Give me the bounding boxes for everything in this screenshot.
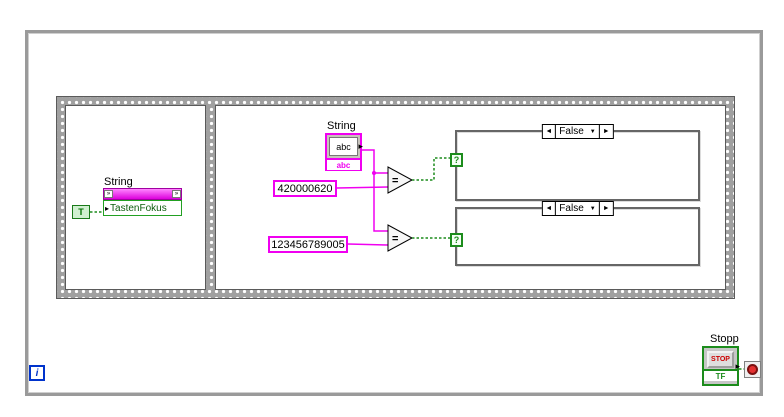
stop-button-terminal[interactable]: STOP TF ▸ [702, 346, 740, 386]
sequence-frame-divider[interactable] [205, 105, 216, 290]
case1-dropdown-arrow[interactable]: ▼ [589, 128, 596, 135]
property-node-label: String [104, 176, 133, 188]
string-constant-2[interactable]: 123456789005 [268, 236, 348, 253]
string-output-arrow-icon: ▸ [358, 141, 363, 151]
case1-selector-terminal[interactable]: ? [450, 153, 463, 167]
stop-button-icon: STOP [707, 351, 734, 368]
loop-condition-terminal[interactable] [744, 361, 761, 378]
reference-glyph-left: » [104, 190, 113, 198]
case1-next-case-arrow[interactable]: ► [598, 125, 613, 138]
string-constant-1[interactable]: 420000620 [273, 180, 337, 197]
case2-selector-terminal[interactable]: ? [450, 233, 463, 247]
while-loop-structure[interactable] [25, 30, 763, 396]
property-name: TastenFokus [110, 202, 167, 214]
property-node[interactable]: » » ▸ TastenFokus [103, 188, 182, 216]
case-structure-1[interactable]: ◄ False ▼ ► ? [450, 124, 700, 201]
property-node-class-bar: » » [103, 188, 182, 200]
case1-selector-label[interactable]: ◄ False ▼ ► [541, 124, 614, 139]
string-terminal-type-strip: abc [327, 158, 360, 170]
reference-glyph-right: » [172, 190, 181, 198]
property-input-arrow-icon: ▸ [105, 203, 110, 213]
stop-if-true-icon [747, 364, 758, 375]
string-terminal-label: String [327, 120, 356, 132]
case2-prev-case-arrow[interactable]: ◄ [542, 202, 557, 215]
string-control-terminal[interactable]: abc abc ▸ [325, 133, 363, 171]
case-structure-2[interactable]: ◄ False ▼ ► ? [450, 201, 700, 266]
case1-prev-case-arrow[interactable]: ◄ [542, 125, 557, 138]
stop-terminal-type-strip: TF [704, 369, 737, 381]
case2-dropdown-arrow[interactable]: ▼ [589, 205, 596, 212]
boolean-true-constant[interactable]: T [72, 205, 90, 219]
stop-output-arrow-icon: ▸ [735, 361, 740, 371]
string-terminal-icon: abc [329, 137, 358, 156]
loop-iteration-terminal[interactable]: i [29, 365, 45, 381]
case2-selector-label[interactable]: ◄ False ▼ ► [541, 201, 614, 216]
property-row-tastenfokus[interactable]: ▸ TastenFokus [103, 200, 182, 216]
stop-terminal-label: Stopp [710, 333, 739, 345]
case1-selector-value[interactable]: False [559, 126, 584, 137]
case2-selector-value[interactable]: False [559, 203, 584, 214]
case2-next-case-arrow[interactable]: ► [598, 202, 613, 215]
